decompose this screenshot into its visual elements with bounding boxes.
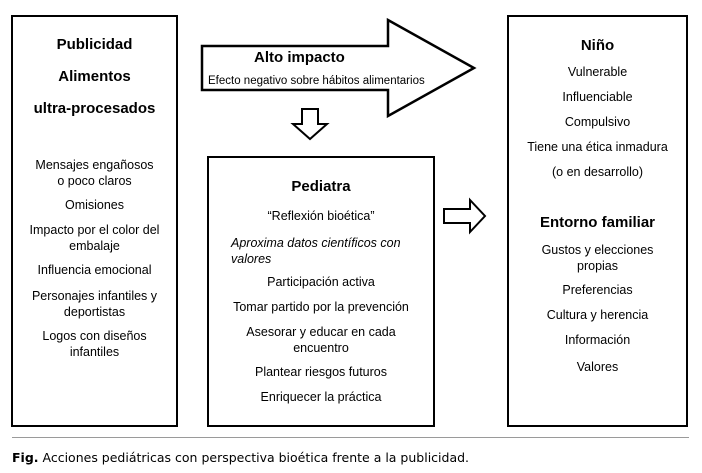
arrow-subtitle: Efecto negativo sobre hábitos alimentari… <box>208 75 425 87</box>
small-right-arrow <box>443 197 487 235</box>
pediatra-item: Asesorar y educar en cada encuentro <box>246 325 396 355</box>
publicidad-item: Personajes infantiles y deportistas <box>31 289 158 319</box>
nino-title: Niño <box>580 37 615 54</box>
figure-caption: Fig. Acciones pediátricas con perspectiv… <box>12 450 469 465</box>
pediatra-item: Plantear riesgos futuros <box>254 365 387 379</box>
nino-item: Vulnerable <box>567 65 628 79</box>
publicidad-item: Mensajes engañosos o poco claros <box>35 158 154 188</box>
caption-text: Acciones pediátricas con perspectiva bio… <box>38 450 470 465</box>
entorno-item: Preferencias <box>562 283 633 297</box>
nino-item: Compulsivo <box>564 115 631 129</box>
pediatra-item: Tomar partido por la prevención <box>233 300 409 314</box>
pediatra-item: Aproxima datos científicos con valores <box>231 236 401 266</box>
nino-item: Tiene una ética inmadura <box>527 140 668 154</box>
nino-box: Niño Vulnerable Influenciable Compulsivo… <box>507 15 688 427</box>
publicidad-item: Logos con diseños infantiles <box>42 329 147 359</box>
publicidad-item: Omisiones <box>64 198 125 212</box>
arrow-title: Alto impacto <box>254 49 345 66</box>
pediatra-title: Pediatra <box>291 178 351 195</box>
publicidad-title-3: ultra-procesados <box>33 100 156 117</box>
entorno-item: Cultura y herencia <box>546 308 649 322</box>
publicidad-item: Influencia emocional <box>37 263 152 277</box>
entorno-title: Entorno familiar <box>539 214 655 231</box>
pediatra-item: Enriquecer la práctica <box>260 390 382 404</box>
entorno-item: Información <box>564 333 631 347</box>
caption-rule <box>12 437 689 438</box>
big-right-arrow <box>200 17 477 119</box>
caption-label: Fig. <box>12 450 39 465</box>
nino-item: (o en desarrollo) <box>551 165 643 179</box>
down-arrow <box>290 108 330 141</box>
nino-item: Influenciable <box>562 90 633 104</box>
pediatra-item: “Reflexión bioética” <box>267 209 375 223</box>
publicidad-title-1: Publicidad <box>56 36 133 53</box>
publicidad-box: Publicidad Alimentos ultra-procesados Me… <box>11 15 178 427</box>
pediatra-item: Participación activa <box>267 275 375 289</box>
publicidad-title-2: Alimentos <box>58 68 131 85</box>
entorno-item: Gustos y elecciones propias <box>541 243 654 273</box>
pediatra-box: Pediatra “Reflexión bioética” Aproxima d… <box>207 156 435 427</box>
entorno-item: Valores <box>576 360 619 374</box>
publicidad-item: Impacto por el color del embalaje <box>29 223 160 253</box>
